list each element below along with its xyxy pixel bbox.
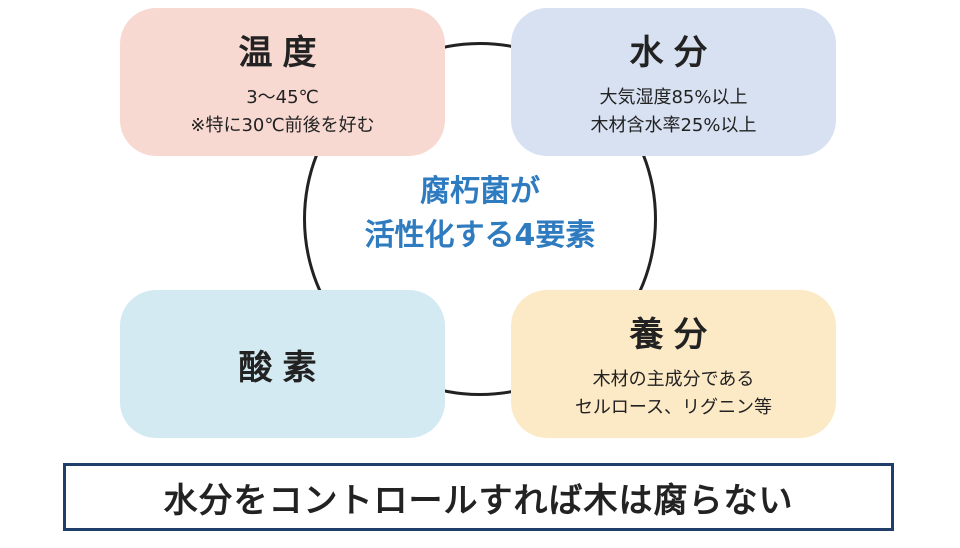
factor-oxygen: 酸素 — [120, 290, 445, 438]
factor-moisture-humidity: 大気湿度85%以上 — [599, 86, 748, 108]
factor-title-nutrients: 養分 — [629, 314, 718, 355]
center-caption: 腐朽菌が 活性化する4要素 — [330, 170, 630, 258]
factor-nutrients-line2: セルロース、リグニン等 — [574, 396, 773, 418]
factor-moisture: 水分 大気湿度85%以上 木材含水率25%以上 — [511, 8, 836, 156]
factor-nutrients-line1: 木材の主成分である — [592, 368, 755, 390]
conclusion-banner: 水分をコントロールすれば木は腐らない — [63, 463, 894, 531]
factor-temperature-range: 3〜45℃ — [246, 86, 319, 108]
center-caption-line2: 活性化する4要素 — [364, 218, 596, 253]
factor-moisture-content: 木材含水率25%以上 — [590, 114, 757, 136]
factor-temperature: 温度 3〜45℃ ※特に30℃前後を好む — [120, 8, 445, 156]
center-caption-line1: 腐朽菌が — [420, 174, 540, 209]
factor-nutrients: 養分 木材の主成分である セルロース、リグニン等 — [511, 290, 836, 438]
factor-title-oxygen: 酸素 — [238, 347, 327, 388]
factor-title-temperature: 温度 — [238, 32, 327, 73]
cycle-ring — [303, 42, 657, 396]
factor-temperature-note: ※特に30℃前後を好む — [190, 114, 375, 136]
factor-title-moisture: 水分 — [629, 32, 718, 73]
